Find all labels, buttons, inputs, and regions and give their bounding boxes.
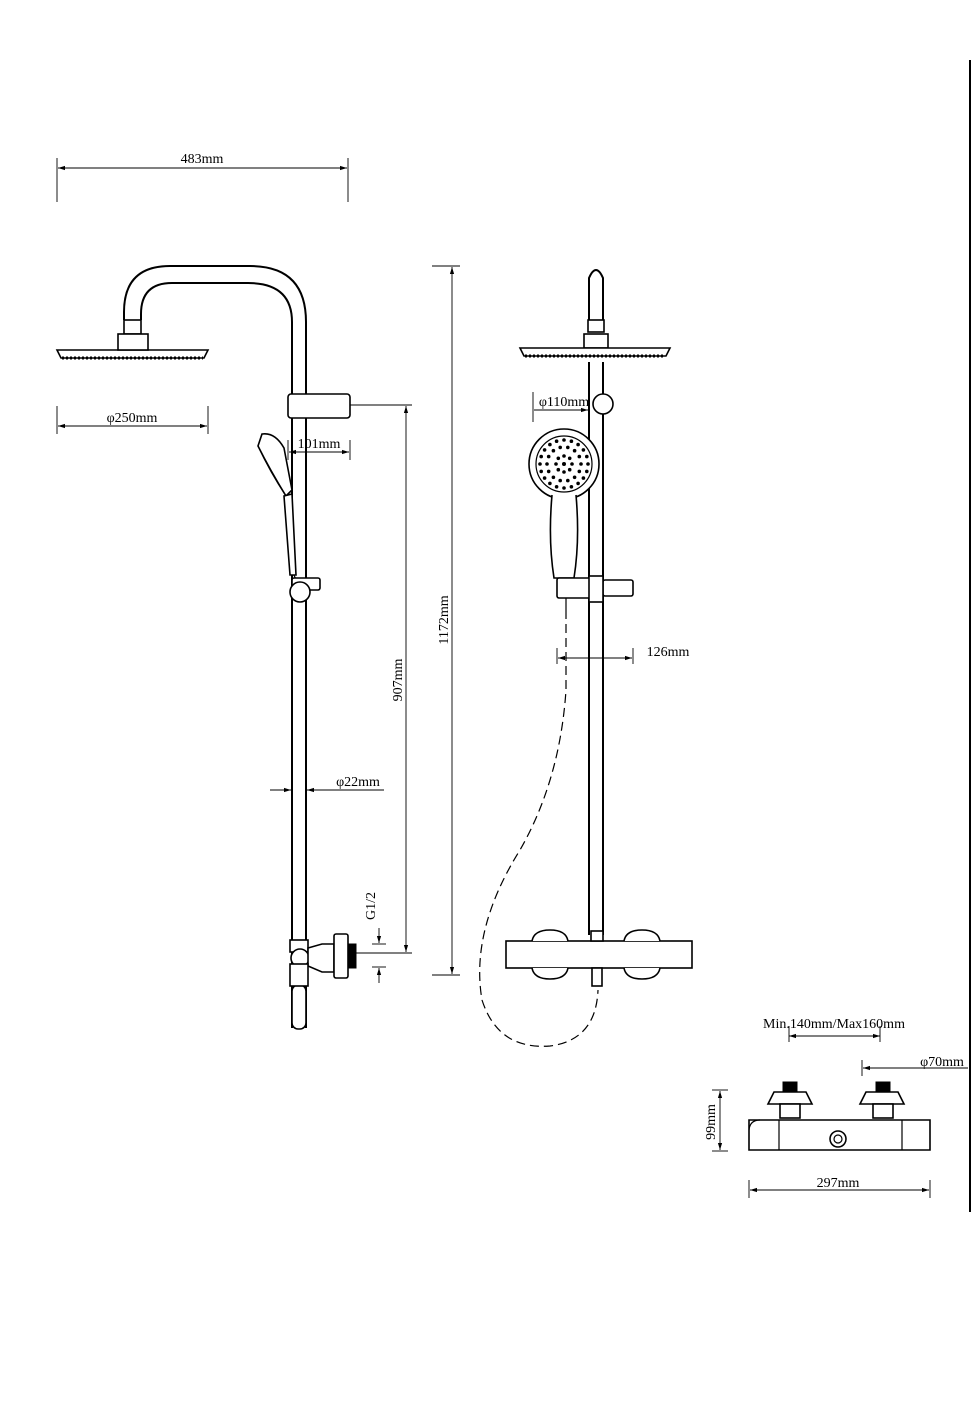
shower-arm-outer — [123, 265, 307, 1028]
nozzle-dot — [566, 478, 570, 483]
nozzle-dot — [542, 448, 547, 452]
nozzle-dot — [548, 442, 552, 447]
holder-knob — [592, 393, 614, 415]
riser-bottom-pipe — [291, 984, 307, 1030]
nozzle-dot — [539, 469, 543, 474]
dim-label-inlet-diameter: φ70mm — [920, 1055, 964, 1070]
nozzle-dot — [554, 439, 559, 444]
nozzle-dot — [556, 456, 561, 461]
dim-label-thread: G1/2 — [364, 892, 379, 920]
nozzle-dot — [538, 462, 542, 466]
mixer-detail-view: Min.140mm/Max160mm φ70mm — [704, 1017, 968, 1198]
nozzle-dot — [554, 485, 559, 489]
dim-label-bar-height: 907mm — [391, 659, 406, 702]
inlet-left — [766, 1081, 814, 1119]
nozzle-dot — [562, 486, 566, 490]
nozzle-dot — [577, 454, 582, 459]
nozzle-dot — [562, 438, 566, 442]
dim-label-hose-offset: 126mm — [647, 645, 690, 660]
dim-label-total-width: 483mm — [181, 152, 224, 167]
dim-holder-offset: 101mm — [287, 437, 351, 460]
dim-mixer-height: 99mm — [704, 1089, 728, 1152]
side-view: 483mm φ250mm — [55, 152, 460, 1030]
nozzle-dot — [585, 469, 589, 474]
nozzle-dot — [542, 476, 547, 480]
nozzle-dot — [558, 478, 562, 483]
dim-total-width: 483mm — [56, 152, 349, 202]
nozzle-dot — [577, 469, 582, 474]
dim-thread: G1/2 — [364, 892, 386, 983]
nozzle-dot — [562, 462, 566, 466]
top-holder — [287, 393, 351, 419]
nozzle-dot — [567, 456, 572, 461]
nozzle-dot — [569, 439, 574, 444]
dim-head-diameter: φ250mm — [56, 406, 209, 434]
nozzle-dot — [562, 470, 566, 474]
dim-bar-height: 907mm — [316, 406, 412, 954]
nozzle-dot — [570, 462, 574, 466]
nozzle-dot — [566, 445, 570, 450]
nozzle-dot — [581, 476, 586, 480]
nozzle-dot — [546, 469, 551, 474]
dim-label-inlet-spacing: Min.140mm/Max160mm — [763, 1017, 905, 1032]
nozzle-dot — [558, 445, 562, 450]
slider-holder-front — [556, 575, 634, 610]
head-connector — [123, 319, 142, 335]
nozzle-dot — [545, 462, 549, 466]
mixer-front — [505, 929, 693, 987]
nozzle-dot — [539, 454, 543, 459]
hose-dashed — [479, 610, 599, 1047]
overhead-shower-side — [55, 349, 210, 359]
front-riser-top — [588, 269, 604, 320]
nozzle-dot — [572, 475, 577, 480]
dim-label-handshower-diameter: φ110mm — [539, 395, 589, 410]
nozzle-dot — [576, 442, 580, 447]
nozzle-dot — [569, 485, 574, 489]
dim-label-mixer-height: 99mm — [704, 1104, 719, 1140]
nozzle-dot — [576, 481, 580, 486]
nozzle-dot — [581, 448, 586, 452]
hand-shower-front — [528, 428, 600, 579]
nozzle-dot — [551, 448, 556, 453]
nozzle-dot — [585, 454, 589, 459]
nozzle-dot — [556, 467, 561, 472]
nozzle-dot — [546, 454, 551, 459]
dim-label-pipe-diameter: φ22mm — [336, 775, 380, 790]
nozzle-dot — [548, 481, 552, 486]
nozzle-dot — [572, 448, 577, 453]
nozzle-dot — [567, 467, 572, 472]
nozzle-dot — [562, 454, 566, 458]
dim-label-head-diameter: φ250mm — [107, 411, 158, 426]
dim-label-mixer-width: 297mm — [817, 1176, 860, 1191]
nozzle-dot — [586, 462, 590, 466]
dim-pipe-diameter: φ22mm — [270, 775, 384, 793]
dim-label-holder-offset: 101mm — [298, 437, 341, 452]
overhead-shower-front — [518, 347, 672, 357]
wall-connector-side — [289, 933, 357, 987]
dim-mixer-width: 297mm — [748, 1176, 931, 1198]
inlet-right — [858, 1081, 906, 1119]
dim-label-total-height: 1172mm — [437, 595, 452, 644]
dim-handshower-diameter: φ110mm — [532, 392, 589, 422]
shower-arm-inner — [140, 282, 293, 1028]
dim-total-height: 1172mm — [432, 265, 460, 976]
nozzle-dot — [551, 475, 556, 480]
front-view: φ110mm 126mm — [479, 269, 693, 1047]
nozzle-dot — [579, 462, 583, 466]
dim-hose-offset: 126mm — [556, 645, 690, 664]
hand-shower-side — [257, 432, 297, 581]
nozzle-dot — [554, 462, 558, 466]
